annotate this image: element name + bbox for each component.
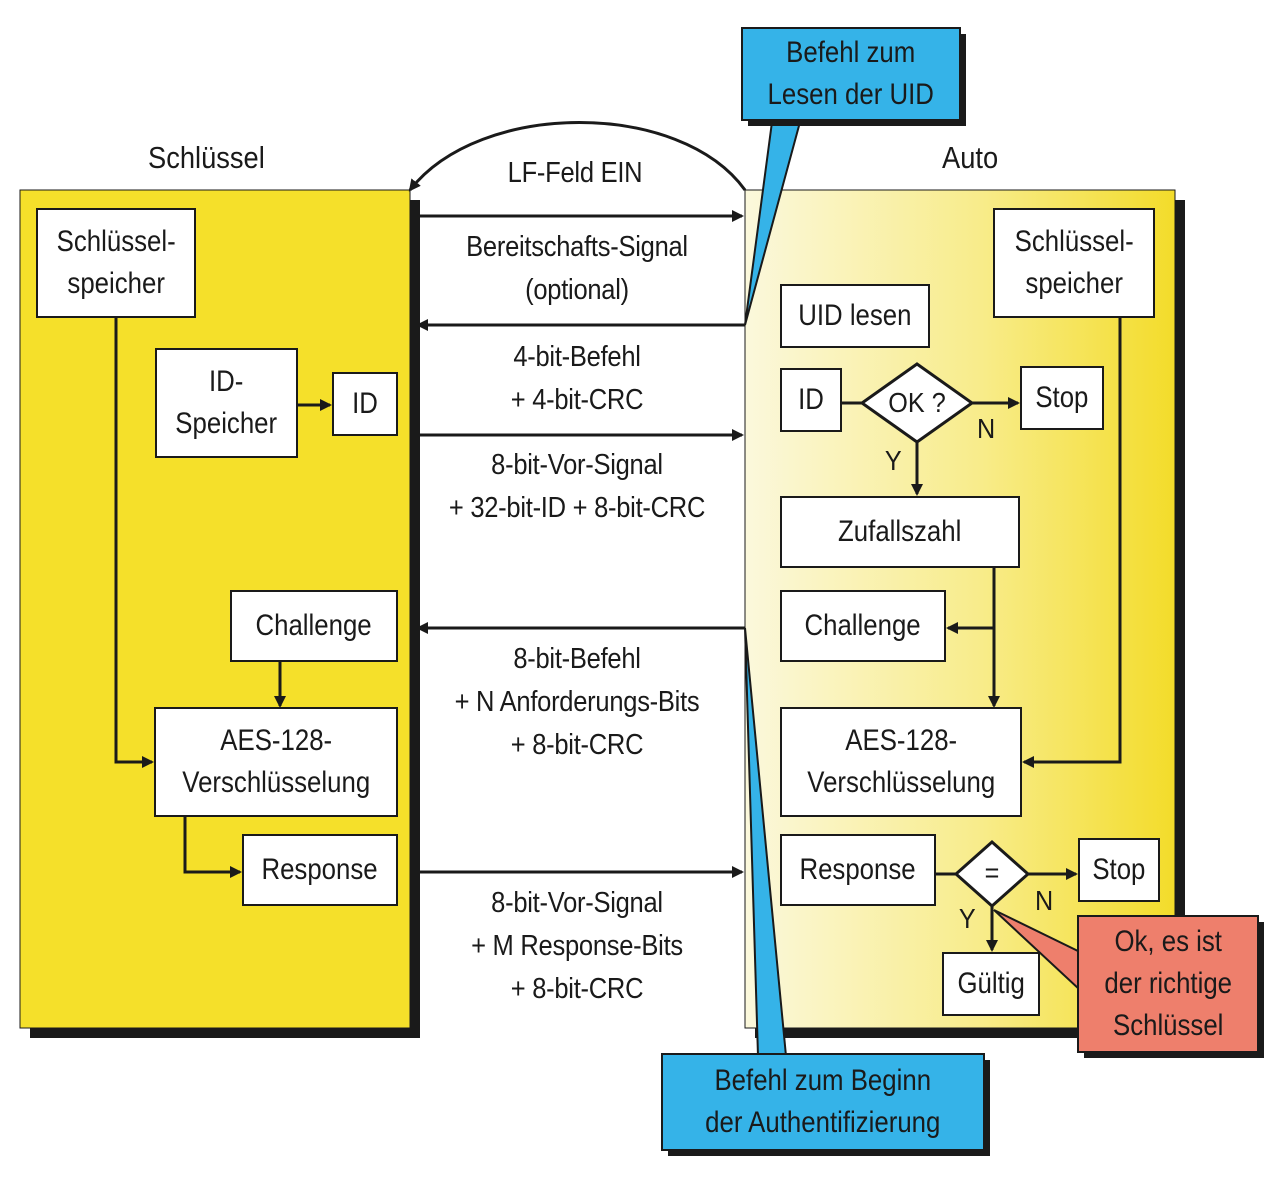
car-response-box: Response (780, 834, 936, 906)
car-side-title: Auto (942, 140, 999, 175)
id-memory-label: ID- Speicher (175, 365, 278, 440)
branch-yes-label-1: Y (884, 445, 902, 476)
key-memory-box: Schlüssel- speicher (36, 208, 196, 318)
auth-start-callout-text: Befehl zum Beginn der Authentifizierung (705, 1064, 941, 1139)
random-number-label: Zufallszahl (838, 515, 962, 548)
read-uid-callout-text: Befehl zum Lesen der UID (767, 36, 935, 111)
key-response-box: Response (242, 834, 398, 906)
key-aes-box: AES-128- Verschlüsselung (154, 707, 398, 817)
compare-decision-diamond (953, 839, 1031, 909)
id-reply-text: 8-bit-Vor-Signal + 32-bit-ID + 8-bit-CRC (448, 449, 706, 524)
id-reply-label: 8-bit-Vor-Signal + 32-bit-ID + 8-bit-CRC (421, 444, 733, 530)
car-aes-box: AES-128- Verschlüsselung (780, 707, 1022, 817)
id-memory-box: ID- Speicher (155, 348, 298, 458)
read-uid-callout: Befehl zum Lesen der UID (742, 28, 960, 120)
car-challenge-label: Challenge (804, 609, 922, 642)
random-number-box: Zufallszahl (780, 496, 1020, 568)
response-reply-text: 8-bit-Vor-Signal + M Response-Bits + 8-b… (471, 887, 683, 1005)
key-response-label: Response (261, 853, 379, 886)
key-memory-to-aes-connector (114, 318, 154, 768)
key-aes-label: AES-128- Verschlüsselung (182, 724, 370, 799)
correct-key-callout-bg (1077, 915, 1259, 1053)
stop-box-1: Stop (1020, 366, 1104, 430)
ok-decision-diamond (859, 362, 975, 444)
key-id-box: ID (332, 372, 398, 436)
correct-key-callout: Ok, es ist der richtige Schlüssel (1078, 916, 1258, 1052)
challenge-cmd-label: 8-bit-Befehl + N Anforderungs-Bits + 8-b… (432, 638, 722, 767)
valid-box: Gültig (942, 952, 1040, 1016)
ready-signal-text: Bereitschafts-Signal (optional) (466, 231, 688, 306)
car-key-memory-to-aes-connector (1022, 318, 1122, 768)
ok-check-label: OK ? (888, 387, 946, 418)
branch-no-label-1: N (977, 413, 996, 444)
car-aes-label: AES-128- Verschlüsselung (807, 724, 995, 799)
key-side-title: Schlüssel (148, 140, 265, 175)
read-uid-box: UID lesen (780, 284, 930, 348)
stop-label-2: Stop (1092, 853, 1146, 886)
lf-field-label: LF-Feld EIN (507, 157, 643, 189)
key-challenge-label: Challenge (255, 609, 373, 642)
valid-label: Gültig (957, 967, 1025, 1000)
command-4bit-text: 4-bit-Befehl + 4-bit-CRC (510, 341, 644, 416)
lf-field-arc (408, 121, 747, 192)
car-challenge-box: Challenge (780, 590, 946, 662)
car-key-memory-box: Schlüssel- speicher (993, 208, 1155, 318)
response-reply-label: 8-bit-Vor-Signal + M Response-Bits + 8-b… (432, 882, 722, 1011)
stop-box-2: Stop (1078, 838, 1160, 902)
challenge-cmd-text: 8-bit-Befehl + N Anforderungs-Bits + 8-b… (454, 643, 700, 761)
aes-to-response-connector (183, 817, 242, 878)
auth-start-callout-bg (661, 1053, 985, 1151)
car-id-label: ID (798, 383, 824, 416)
key-id-label: ID (352, 387, 378, 420)
car-response-label: Response (799, 853, 917, 886)
command-4bit-label: 4-bit-Befehl + 4-bit-CRC (432, 336, 722, 422)
car-id-box: ID (780, 368, 842, 432)
branch-yes-label-2: Y (958, 903, 976, 934)
read-uid-label: UID lesen (798, 299, 912, 332)
car-key-memory-label: Schlüssel- speicher (1014, 225, 1134, 300)
stop-label-1: Stop (1035, 381, 1089, 414)
key-memory-label: Schlüssel- speicher (56, 225, 176, 300)
branch-no-label-2: N (1035, 885, 1054, 916)
key-challenge-box: Challenge (230, 590, 398, 662)
correct-key-callout-text: Ok, es ist der richtige Schlüssel (1104, 925, 1232, 1042)
compare-label: = (984, 857, 1000, 888)
read-uid-callout-bg (741, 27, 961, 121)
auth-start-callout: Befehl zum Beginn der Authentifizierung (662, 1054, 984, 1150)
ready-signal-label: Bereitschafts-Signal (optional) (432, 226, 722, 312)
